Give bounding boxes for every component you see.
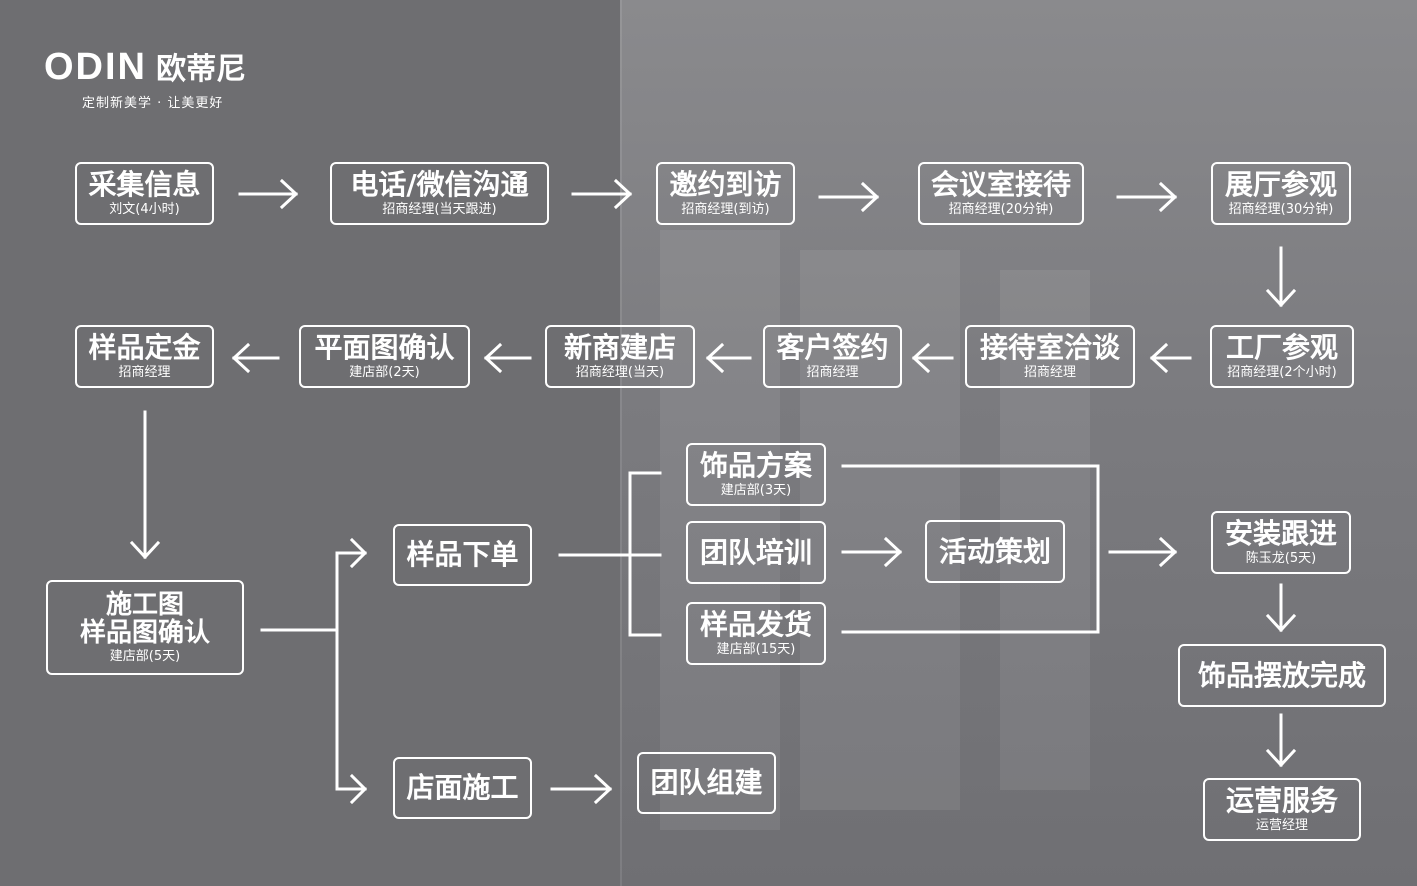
- brand-slogan: 定制新美学 · 让美更好: [82, 96, 224, 111]
- node-title: 会议室接待: [930, 167, 1071, 201]
- node-title: 客户签约: [776, 330, 889, 364]
- node-subtitle: 建店部(5天): [109, 648, 181, 664]
- node-showroom: 展厅参观 招商经理(30分钟): [1211, 162, 1351, 225]
- node-operation-service: 运营服务 运营经理: [1203, 778, 1361, 841]
- logo-mark: ODIN: [44, 46, 147, 88]
- node-subtitle: 招商经理(到访): [681, 201, 770, 217]
- background-wardrobe-panel: [660, 230, 780, 830]
- brand-logo: ODIN 欧蒂尼 定制新美学 · 让美更好: [44, 44, 246, 111]
- node-sign-contract: 客户签约 招商经理: [763, 325, 902, 388]
- node-activity-planning: 活动策划: [925, 520, 1065, 583]
- arrow-collect-to-phone: [238, 178, 299, 210]
- arrow-meeting-to-showroom: [1116, 181, 1178, 213]
- background-left-panel: [0, 0, 620, 886]
- node-title: 团队培训: [699, 535, 812, 569]
- arrow-phone-to-invite: [571, 178, 633, 210]
- node-reception-talk: 接待室洽谈 招商经理: [965, 325, 1135, 388]
- arrow-sign-to-newstore: [705, 342, 752, 374]
- node-invite-visit: 邀约到访 招商经理(到访): [656, 162, 795, 225]
- node-title-line1: 施工图: [105, 589, 184, 620]
- node-title: 团队组建: [650, 766, 763, 799]
- node-team-building: 团队组建: [637, 752, 776, 814]
- node-install-followup: 安装跟进 陈玉龙(5天): [1211, 511, 1351, 574]
- node-store-construction: 店面施工: [393, 757, 532, 819]
- arrow-deposit-to-drawing: [129, 410, 161, 560]
- node-title: 采集信息: [88, 167, 201, 201]
- node-title: 邀约到访: [669, 167, 782, 201]
- node-title: 店面施工: [406, 771, 519, 804]
- node-team-training: 团队培训: [686, 521, 826, 584]
- node-subtitle: 招商经理(2个小时): [1227, 364, 1337, 380]
- logo-chinese-name: 欧蒂尼: [156, 52, 247, 87]
- node-title: 饰品方案: [699, 448, 812, 482]
- arrow-drawing-split: [260, 537, 368, 805]
- node-title: 平面图确认: [314, 330, 455, 364]
- node-title: 样品下单: [406, 538, 519, 571]
- background-wardrobe-panel: [1000, 270, 1090, 790]
- node-phone-wechat: 电话/微信沟通 招商经理(当天跟进): [330, 162, 549, 225]
- node-title: 接待室洽谈: [979, 330, 1120, 364]
- node-subtitle: 招商经理: [806, 364, 859, 380]
- node-sample-order: 样品下单: [393, 524, 532, 586]
- node-title: 电话/微信沟通: [350, 167, 529, 201]
- node-title: 样品定金: [88, 330, 201, 364]
- arrow-reception-to-sign: [911, 342, 954, 374]
- node-decor-complete: 饰品摆放完成: [1178, 644, 1386, 707]
- node-subtitle: 陈玉龙(5天): [1245, 550, 1317, 566]
- node-meeting-room: 会议室接待 招商经理(20分钟): [918, 162, 1084, 225]
- node-decor-plan: 饰品方案 建店部(3天): [686, 443, 826, 506]
- node-title: 样品发货: [699, 607, 812, 641]
- arrow-store-to-team: [550, 773, 613, 805]
- node-sample-deposit: 样品定金 招商经理: [75, 325, 214, 388]
- arrow-invite-to-meeting: [818, 181, 880, 213]
- node-subtitle: 建店部(2天): [349, 364, 420, 380]
- node-subtitle: 招商经理(当天): [575, 364, 665, 380]
- arrow-floorplan-to-deposit: [231, 342, 280, 374]
- node-sample-shipping: 样品发货 建店部(15天): [686, 602, 826, 665]
- node-subtitle: 刘文(4小时): [109, 201, 180, 217]
- node-subtitle: 招商经理: [1023, 364, 1076, 380]
- node-subtitle: 招商经理(20分钟): [948, 201, 1054, 217]
- node-subtitle: 运营经理: [1255, 817, 1308, 833]
- arrow-train-to-activity: [841, 536, 903, 568]
- node-subtitle: 招商经理: [118, 364, 171, 380]
- node-title: 活动策划: [938, 534, 1051, 568]
- node-title-line2: 样品图确认: [79, 617, 210, 648]
- node-title: 安装跟进: [1224, 516, 1337, 550]
- arrow-install-to-decor: [1265, 583, 1297, 633]
- node-title: 工厂参观: [1225, 330, 1338, 364]
- node-subtitle: 建店部(15天): [716, 641, 796, 657]
- node-floor-plan: 平面图确认 建店部(2天): [299, 325, 470, 388]
- background-divider: [620, 0, 622, 886]
- node-subtitle: 建店部(3天): [720, 482, 792, 498]
- background-wardrobe-panel: [800, 250, 960, 810]
- node-construction-drawing: 施工图 样品图确认 建店部(5天): [46, 580, 244, 675]
- node-new-store: 新商建店 招商经理(当天): [545, 325, 695, 388]
- node-title: 运营服务: [1225, 783, 1338, 817]
- node-subtitle: 招商经理(当天跟进): [382, 201, 497, 217]
- arrow-decor-to-operation: [1265, 713, 1297, 768]
- arrow-merge-to-install: [841, 464, 1178, 634]
- node-title: 新商建店: [563, 330, 676, 364]
- node-title: 饰品摆放完成: [1197, 658, 1366, 692]
- node-collect-info: 采集信息 刘文(4小时): [75, 162, 214, 225]
- node-factory-visit: 工厂参观 招商经理(2个小时): [1210, 325, 1354, 388]
- node-subtitle: 招商经理(30分钟): [1228, 201, 1334, 217]
- node-title: 展厅参观: [1224, 167, 1337, 201]
- arrow-factory-to-reception: [1149, 342, 1192, 374]
- arrow-newstore-to-floorplan: [483, 342, 532, 374]
- arrow-showroom-to-factory: [1265, 246, 1297, 308]
- arrow-sample-order-branch: [558, 471, 662, 637]
